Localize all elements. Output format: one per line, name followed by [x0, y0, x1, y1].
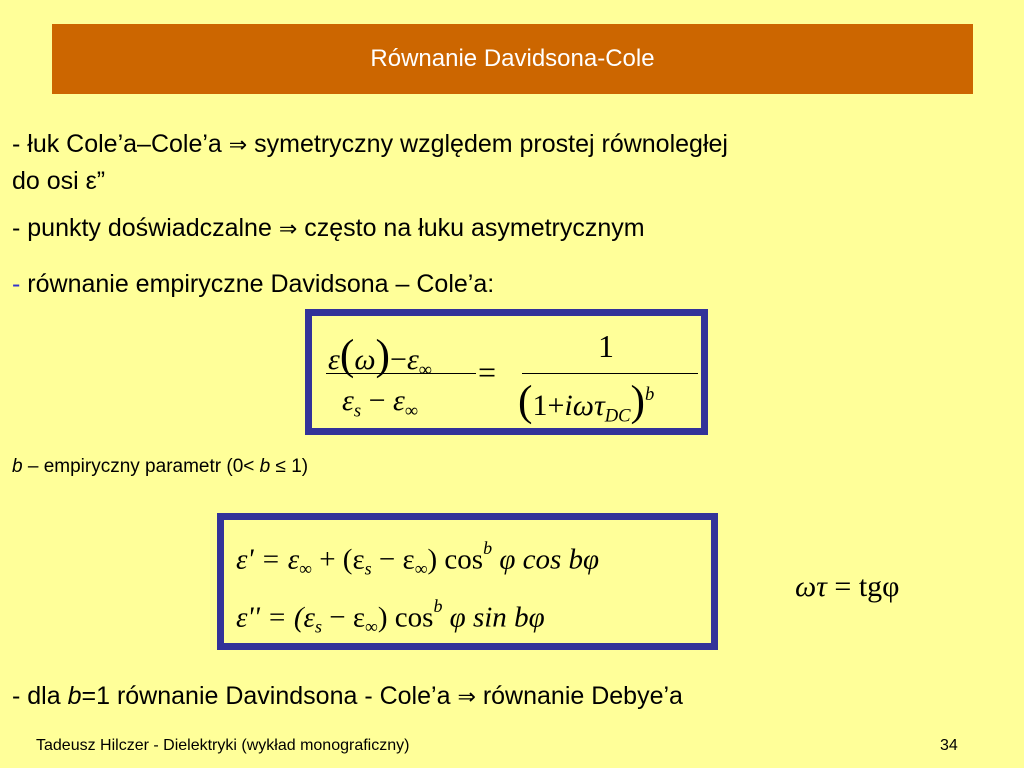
formula-real-part: ε' = ε∞ + (εs − ε∞) cosb φ cos bφ	[236, 538, 600, 579]
bullet-1-line-1: - łuk Cole’a–Cole’a ⇒ symetryczny względ…	[12, 128, 728, 162]
bullet-1-text-b: symetryczny względem prostej równoległej	[254, 130, 728, 158]
fraction-line-left	[326, 373, 476, 374]
formula-box-davidson-cole: ε(ω)−ε∞ εs − ε∞ = 1 (1+iωτDC)b	[305, 309, 708, 435]
bullet-4-var-b: b	[67, 682, 82, 710]
formula-imag-part: ε'' = (εs − ε∞) cosb φ sin bφ	[236, 596, 545, 637]
parameter-note: b – empiryczny parametr (0< b ≤ 1)	[12, 456, 309, 477]
bullet-2-text-a: - punkty doświadczalne	[12, 214, 272, 242]
fraction-right-denominator: (1+iωτDC)b	[518, 377, 655, 427]
bullet-2: - punkty doświadczalne ⇒ często na łuku …	[12, 212, 645, 246]
implies-arrow-icon: ⇒	[457, 685, 476, 710]
bullet-1-line-2: do osi ε”	[12, 167, 106, 195]
implies-arrow-icon: ⇒	[278, 217, 298, 242]
bullet-1-text-a: - łuk Cole’a–Cole’a	[12, 130, 222, 158]
bullet-3-dash: -	[12, 270, 21, 298]
fraction-left-denominator: εs − ε∞	[342, 384, 419, 422]
footer-page-number: 34	[940, 737, 958, 754]
formula-box-real-imag: ε' = ε∞ + (εs − ε∞) cosb φ cos bφ ε'' = …	[217, 513, 718, 650]
bullet-3: - równanie empiryczne Davidsona – Cole’a…	[12, 268, 494, 300]
title-bar: Równanie Davidsona-Cole	[52, 24, 973, 94]
fraction-right-numerator: 1	[598, 328, 614, 364]
bullet-3-text: równanie empiryczne Davidsona – Cole’a:	[27, 270, 495, 298]
slide-title: Równanie Davidsona-Cole	[370, 45, 655, 72]
fraction-left-numerator: ε(ω)−ε∞	[328, 331, 433, 381]
equals-sign: =	[478, 354, 497, 390]
bullet-4-text-a: - dla	[12, 682, 61, 710]
bullet-4-text-c: równanie Debye’a	[482, 682, 683, 710]
bullet-4: - dla b=1 równanie Davindsona - Cole’a ⇒…	[12, 680, 683, 714]
footer-author: Tadeusz Hilczer - Dielektryki (wykład mo…	[36, 737, 410, 754]
fraction-line-right	[522, 373, 698, 374]
bullet-4-text-b: =1 równanie Davindsona - Cole’a	[81, 682, 451, 710]
formula-tangent-relation: ωτ = tgφ	[795, 570, 900, 603]
implies-arrow-icon: ⇒	[228, 133, 248, 158]
bullet-2-text-b: często na łuku asymetrycznym	[304, 214, 645, 242]
